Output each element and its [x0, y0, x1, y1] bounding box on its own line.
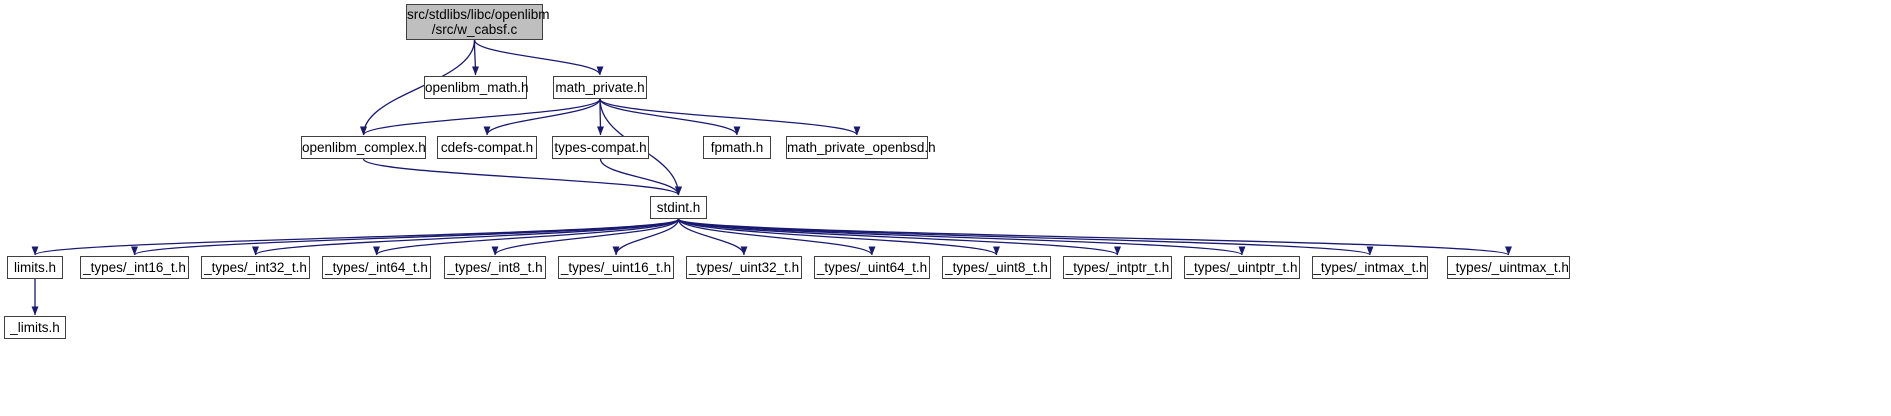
graph-node-fpmath[interactable]: fpmath.h — [703, 136, 771, 159]
graph-node-label: _types/_intptr_t.h — [1065, 260, 1170, 275]
graph-node-int16[interactable]: _types/_int16_t.h — [80, 256, 189, 279]
graph-node-math_private[interactable]: math_private.h — [553, 76, 647, 99]
graph-node-label: _types/_int16_t.h — [83, 260, 186, 275]
graph-node-label: _types/_uint32_t.h — [688, 260, 800, 275]
graph-node-label: limits.h — [13, 260, 56, 275]
graph-node-label: _types/_int8_t.h — [447, 260, 543, 275]
graph-node-stdint[interactable]: stdint.h — [650, 196, 707, 219]
graph-node-intptr[interactable]: _types/_intptr_t.h — [1063, 256, 1172, 279]
graph-node-label: openlibm_math.h — [425, 80, 529, 95]
graph-node-label: _types/_uint16_t.h — [560, 260, 672, 275]
graph-node-uint64[interactable]: _types/_uint64_t.h — [814, 256, 930, 279]
graph-node-uint16[interactable]: _types/_uint16_t.h — [558, 256, 674, 279]
graph-edge-root-to-math_private — [473, 39, 604, 76]
graph-node-openlibm_math[interactable]: openlibm_math.h — [424, 76, 529, 99]
graph-node-label: types-compat.h — [554, 140, 647, 155]
graph-node-uint8[interactable]: _types/_uint8_t.h — [942, 256, 1051, 279]
graph-node-label: cdefs-compat.h — [440, 140, 534, 155]
graph-node-label: math_private_openbsd.h — [787, 140, 936, 155]
graph-edge-stdint-to-uintmax — [677, 218, 1512, 256]
graph-edge-stdint-to-int32 — [252, 218, 680, 256]
graph-node-label: _types/_uintptr_t.h — [1186, 260, 1298, 275]
graph-node-_limits[interactable]: _limits.h — [4, 316, 66, 339]
graph-node-label: _types/_intmax_t.h — [1313, 260, 1427, 275]
graph-edge-math_private-to-types_compat — [596, 98, 604, 136]
graph-node-uintptr[interactable]: _types/_uintptr_t.h — [1184, 256, 1300, 279]
graph-node-label: _types/_int32_t.h — [204, 260, 307, 275]
graph-node-intmax[interactable]: _types/_intmax_t.h — [1312, 256, 1428, 279]
graph-node-int64[interactable]: _types/_int64_t.h — [322, 256, 431, 279]
graph-edge-types_compat-to-stdint — [599, 158, 682, 196]
graph-edge-stdint-to-uint8 — [677, 218, 1000, 256]
graph-node-label: _types/_uint64_t.h — [816, 260, 928, 275]
graph-node-types_compat[interactable]: types-compat.h — [552, 136, 649, 159]
graph-node-label: _types/_int64_t.h — [325, 260, 428, 275]
graph-node-label: src/stdlibs/libc/openlibm /src/w_cabsf.c — [407, 7, 550, 37]
graph-node-limits[interactable]: limits.h — [7, 256, 63, 279]
graph-node-math_private_openbsd[interactable]: math_private_openbsd.h — [786, 136, 936, 159]
graph-node-uintmax[interactable]: _types/_uintmax_t.h — [1447, 256, 1570, 279]
graph-edge-stdint-to-uint16 — [612, 218, 680, 256]
graph-edge-math_private-to-fpmath — [599, 98, 741, 136]
graph-node-label: _types/_uint8_t.h — [945, 260, 1048, 275]
graph-edge-stdint-to-int64 — [373, 218, 680, 256]
graph-edge-stdint-to-limits — [31, 218, 680, 256]
graph-node-label: openlibm_complex.h — [302, 140, 426, 155]
graph-node-int8[interactable]: _types/_int8_t.h — [444, 256, 546, 279]
graph-node-root[interactable]: src/stdlibs/libc/openlibm /src/w_cabsf.c — [406, 4, 550, 40]
graph-node-uint32[interactable]: _types/_uint32_t.h — [686, 256, 802, 279]
graph-node-label: _types/_uintmax_t.h — [1448, 260, 1569, 275]
graph-edge-stdint-to-intptr — [677, 218, 1121, 256]
graph-edge-root-to-openlibm_math — [471, 39, 479, 76]
graph-node-label: fpmath.h — [710, 140, 764, 155]
graph-edge-openlibm_complex-to-stdint — [362, 158, 682, 196]
graph-edge-stdint-to-intmax — [677, 218, 1374, 256]
graph-edge-math_private-to-openlibm_complex — [360, 98, 601, 136]
graph-node-label: _limits.h — [10, 320, 60, 335]
graph-node-label: stdint.h — [656, 200, 701, 215]
graph-edge-stdint-to-uint32 — [677, 218, 748, 256]
graph-edge-math_private-to-cdefs_compat — [483, 98, 601, 136]
graph-edge-stdint-to-uint64 — [677, 218, 876, 256]
graph-edge-stdint-to-int16 — [131, 218, 680, 256]
graph-node-label: math_private.h — [555, 80, 645, 95]
graph-node-openlibm_complex[interactable]: openlibm_complex.h — [301, 136, 426, 159]
graph-node-int32[interactable]: _types/_int32_t.h — [201, 256, 310, 279]
graph-edge-math_private-to-math_private_openbsd — [599, 98, 861, 136]
graph-edge-stdint-to-int8 — [491, 218, 680, 256]
graph-node-cdefs_compat[interactable]: cdefs-compat.h — [437, 136, 537, 159]
graph-edge-stdint-to-uintptr — [677, 218, 1246, 256]
